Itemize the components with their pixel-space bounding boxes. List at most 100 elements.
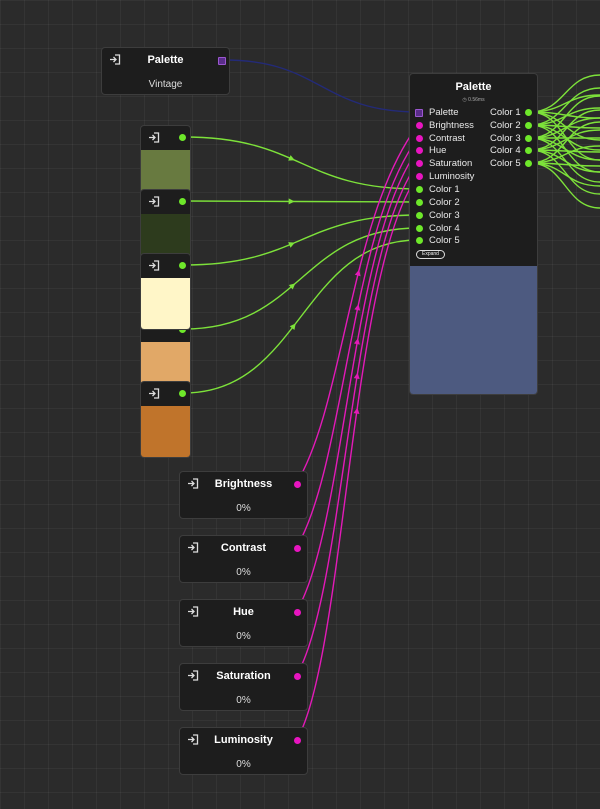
brightness-output-port[interactable] [294,481,301,488]
input-icon [149,196,160,207]
color-output-port[interactable] [179,134,186,141]
palette-main-node[interactable]: Palette ◷ 0.56ms Palette Brightness Cont… [409,73,538,395]
output-label-color-2: Color 2 [490,120,521,131]
hue-node[interactable]: Hue 0% [179,599,308,647]
input-label-luminosity: Luminosity [429,171,475,182]
input-label-contrast: Contrast [429,133,465,144]
color-swatch [141,406,190,457]
hue-input-port[interactable] [416,147,423,154]
color-output-port[interactable] [179,390,186,397]
color-2-input-port[interactable] [416,199,423,206]
saturation-node[interactable]: Saturation 0% [179,663,308,711]
adjust-2-wire-arrow [354,304,361,311]
color-3-wire-arrow [288,242,295,248]
brightness-input-port[interactable] [416,122,423,129]
expand-button[interactable]: Expand [416,250,445,259]
adjust-1-wire-arrow [354,269,361,277]
color-swatch [141,150,190,193]
color-swatch-node-5[interactable] [140,381,191,458]
brightness-node[interactable]: Brightness 0% [179,471,308,519]
adjust-5-wire-arrow [353,407,360,414]
input-label-color-1: Color 1 [429,184,460,195]
luminosity-node[interactable]: Luminosity 0% [179,727,308,775]
adjust-2-wire [295,137,419,549]
brightness-value: 0% [236,503,251,514]
input-icon [188,734,199,745]
input-icon [188,478,199,489]
color-3-input-port[interactable] [416,212,423,219]
out-wire-1-5 [529,111,600,161]
node-title: Saturation [216,670,271,682]
input-label-color-2: Color 2 [429,197,460,208]
input-icon [188,670,199,681]
out-wire-1-1 [529,74,600,113]
out-wire-3-5 [529,137,600,183]
color-output-port[interactable] [179,198,186,205]
input-icon [188,606,199,617]
out-wire-4-5 [529,149,600,195]
color-swatch [141,342,190,385]
palette-input-port[interactable] [415,109,423,117]
color-4-input-port[interactable] [416,225,423,232]
node-title: Brightness [214,478,273,490]
node-title: Palette [147,54,184,66]
adjust-5-wire [295,175,419,742]
adjust-3-wire [295,149,419,613]
color-5-output-port[interactable] [525,160,532,167]
contrast-node[interactable]: Contrast 0% [179,535,308,583]
adjust-1-wire [295,124,419,485]
palette-output-port[interactable] [218,57,226,65]
color-5-wire-arrow [289,323,296,330]
input-label-color-3: Color 3 [429,210,460,221]
luminosity-input-port[interactable] [416,173,423,180]
color-2-output-port[interactable] [525,122,532,129]
input-icon [149,260,160,271]
color-3-wire [183,214,419,266]
luminosity-output-port[interactable] [294,737,301,744]
input-label-brightness: Brightness [429,120,474,131]
output-label-color-4: Color 4 [490,145,521,156]
out-wire-5-5 [529,162,600,209]
color-5-input-port[interactable] [416,237,423,244]
out-wire-3-1 [529,95,600,139]
output-label-color-5: Color 5 [490,158,521,169]
adjust-4-wire [295,162,419,677]
input-label-saturation: Saturation [429,158,473,169]
saturation-value: 0% [236,695,251,706]
palette-wire [223,59,419,113]
hue-output-port[interactable] [294,609,301,616]
color-3-output-port[interactable] [525,135,532,142]
node-title: Palette [455,81,492,93]
contrast-value: 0% [236,567,251,578]
palette-value: Vintage [148,79,183,90]
input-label-palette: Palette [429,107,459,118]
color-4-wire [183,227,419,330]
color-output-port[interactable] [179,262,186,269]
color-1-output-port[interactable] [525,109,532,116]
color-1-wire-arrow [288,155,295,161]
input-label-color-4: Color 4 [429,223,460,234]
color-2-wire [183,200,419,203]
adjust-3-wire-arrow [353,338,360,345]
color-swatch [141,278,190,329]
palette-preview [410,266,537,394]
node-title: Luminosity [214,734,273,746]
saturation-output-port[interactable] [294,673,301,680]
color-1-input-port[interactable] [416,186,423,193]
color-swatch-node-3[interactable] [140,253,191,330]
out-wire-5-1 [529,121,600,164]
clock-icon: ◷ [462,97,467,103]
node-title: Hue [233,606,254,618]
color-4-output-port[interactable] [525,147,532,154]
contrast-input-port[interactable] [416,135,423,142]
palette-source-node[interactable]: Palette Vintage [101,47,230,95]
color-swatch-node-2[interactable] [140,189,191,258]
node-title: Contrast [220,542,267,554]
timing-value: 0.56ms [468,97,485,103]
input-icon [149,388,160,399]
color-swatch-node-1[interactable] [140,125,191,194]
contrast-output-port[interactable] [294,545,301,552]
input-icon [110,54,121,65]
saturation-input-port[interactable] [416,160,423,167]
